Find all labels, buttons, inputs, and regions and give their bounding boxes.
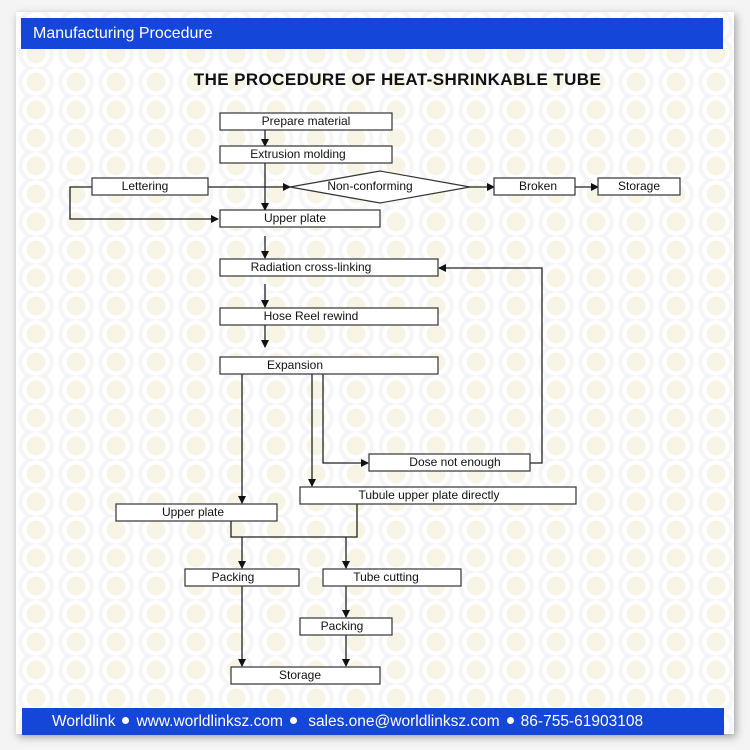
svg-text:Radiation cross-linking: Radiation cross-linking xyxy=(251,260,372,274)
footer-company: Worldlink xyxy=(52,713,116,730)
node-packing-right: Packing xyxy=(299,617,393,636)
bullet-icon xyxy=(289,717,297,725)
node-expansion: Expansion xyxy=(219,356,439,375)
svg-text:Prepare material: Prepare material xyxy=(262,114,351,128)
node-broken: Broken xyxy=(493,177,576,196)
svg-text:Hose Reel rewind: Hose Reel rewind xyxy=(264,309,359,323)
svg-text:Broken: Broken xyxy=(519,179,557,193)
node-radiation-cross-linking: Radiation cross-linking xyxy=(219,258,439,277)
node-packing-left: Packing xyxy=(184,568,300,587)
bullet-icon xyxy=(506,717,514,725)
node-tube-cutting: Tube cutting xyxy=(322,568,462,587)
svg-text:Expansion: Expansion xyxy=(267,358,323,372)
svg-text:Non-conforming: Non-conforming xyxy=(327,179,412,193)
header-bar: Manufacturing Procedure xyxy=(21,18,723,49)
node-storage-top: Storage xyxy=(597,177,681,196)
svg-text:Packing: Packing xyxy=(321,619,364,633)
node-non-conforming: Non-conforming xyxy=(289,170,471,204)
diagram-title: THE PROCEDURE OF HEAT-SHRINKABLE TUBE xyxy=(193,70,602,89)
edge-lettering-to-upper-plate xyxy=(69,186,219,223)
header-title: Manufacturing Procedure xyxy=(33,25,213,42)
node-upper-plate-bottom: Upper plate xyxy=(115,503,278,522)
node-lettering: Lettering xyxy=(91,177,209,196)
bullet-icon xyxy=(122,717,130,725)
svg-text:Upper plate: Upper plate xyxy=(162,505,224,519)
node-dose-not-enough: Dose not enough xyxy=(368,453,531,472)
svg-text:Tubule upper plate directly: Tubule upper plate directly xyxy=(359,488,500,502)
footer-email[interactable]: sales.one@worldlinksz.com xyxy=(308,713,500,730)
svg-text:Tube cutting: Tube cutting xyxy=(353,570,419,584)
node-tubule-upper-plate-directly: Tubule upper plate directly xyxy=(299,486,577,505)
footer-bar: Worldlink www.worldlinksz.com sales.one@w… xyxy=(22,708,724,735)
edge-upper-plate-bottom-merge xyxy=(230,504,358,538)
svg-text:Storage: Storage xyxy=(279,668,321,682)
node-extrusion-molding: Extrusion molding xyxy=(219,145,393,164)
edge-dose-to-radiation xyxy=(438,264,543,464)
svg-text:Packing: Packing xyxy=(212,570,255,584)
svg-text:Dose not enough: Dose not enough xyxy=(409,455,500,469)
edge-expansion-to-dose xyxy=(322,374,369,467)
svg-text:Upper plate: Upper plate xyxy=(264,211,326,225)
node-upper-plate-top: Upper plate xyxy=(219,209,381,228)
edges xyxy=(69,130,599,667)
node-storage-bottom: Storage xyxy=(230,666,381,685)
svg-text:Lettering: Lettering xyxy=(122,179,169,193)
node-prepare-material: Prepare material xyxy=(219,112,393,131)
svg-text:Storage: Storage xyxy=(618,179,660,193)
footer-website[interactable]: www.worldlinksz.com xyxy=(136,713,283,730)
footer-phone: 86-755-61903108 xyxy=(520,713,644,730)
node-hose-reel-rewind: Hose Reel rewind xyxy=(219,307,439,326)
svg-text:Extrusion molding: Extrusion molding xyxy=(250,147,345,161)
